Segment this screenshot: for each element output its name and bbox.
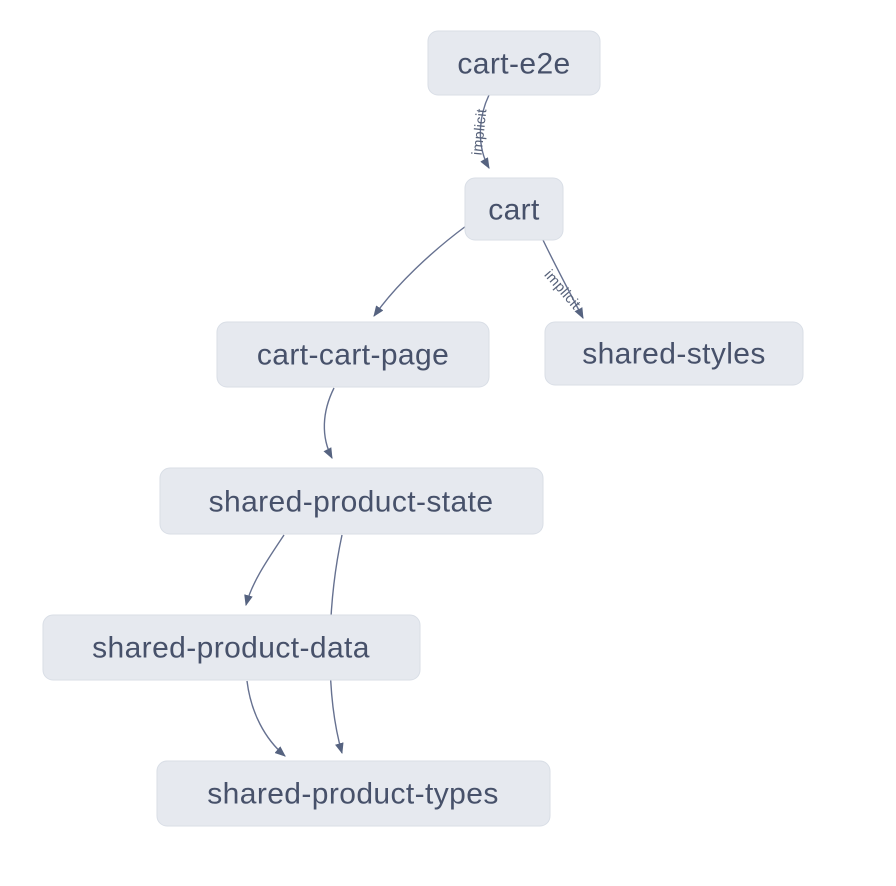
edge-cart-to-shared-styles[interactable] bbox=[542, 239, 584, 319]
node-shared-product-types[interactable]: shared-product-types bbox=[156, 760, 551, 827]
node-label: shared-product-data bbox=[92, 632, 370, 665]
node-box bbox=[42, 614, 421, 681]
edge-cart-cart-page-to-shared-product-state[interactable] bbox=[323, 387, 335, 459]
edge-shared-product-data-to-shared-product-types[interactable] bbox=[246, 680, 286, 757]
node-cart-cart-page[interactable]: cart-cart-page bbox=[216, 321, 490, 388]
node-box bbox=[544, 321, 804, 386]
node-box bbox=[464, 177, 564, 241]
edge-shared-product-state-to-shared-product-data[interactable] bbox=[244, 534, 285, 607]
node-shared-product-data[interactable]: shared-product-data bbox=[42, 614, 421, 681]
edge-label-implicit-shared-styles: implicit bbox=[541, 267, 584, 313]
edge-cart-e2e-to-cart[interactable] bbox=[479, 94, 490, 169]
node-label: shared-product-state bbox=[209, 486, 494, 519]
node-shared-styles[interactable]: shared-styles bbox=[544, 321, 804, 386]
node-box bbox=[156, 760, 551, 827]
node-label: cart-cart-page bbox=[257, 339, 449, 372]
node-layer: cart-e2e cart cart-cart-page shared-styl… bbox=[42, 30, 804, 827]
node-label: shared-styles bbox=[582, 338, 766, 371]
node-label: shared-product-types bbox=[207, 778, 498, 811]
node-box bbox=[427, 30, 601, 96]
node-cart[interactable]: cart bbox=[464, 177, 564, 241]
edge-label-implicit-cart-e2e: implicit bbox=[470, 108, 491, 156]
node-box bbox=[216, 321, 490, 388]
node-label: cart bbox=[488, 194, 540, 227]
node-cart-e2e[interactable]: cart-e2e bbox=[427, 30, 601, 96]
node-label: cart-e2e bbox=[457, 48, 570, 81]
node-box bbox=[159, 467, 544, 535]
node-shared-product-state[interactable]: shared-product-state bbox=[159, 467, 544, 535]
edge-cart-to-cart-cart-page[interactable] bbox=[373, 225, 467, 317]
